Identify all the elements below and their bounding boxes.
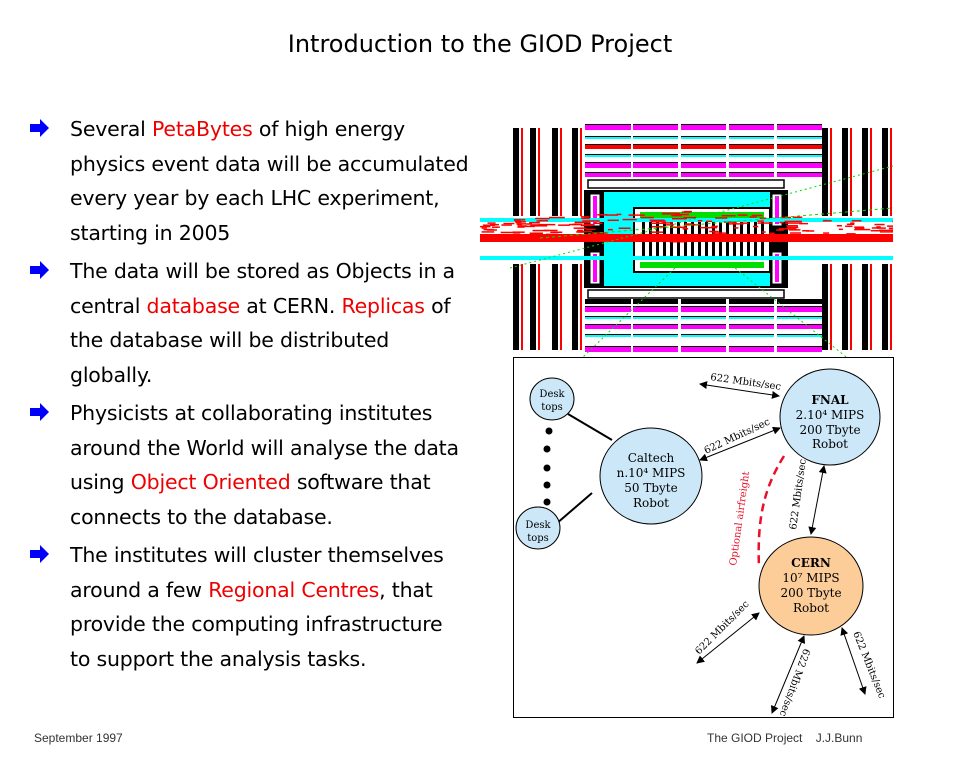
text-segment: of high energy — [252, 117, 405, 141]
svg-text:Caltech: Caltech — [628, 451, 675, 465]
svg-text:50 Tbyte: 50 Tbyte — [624, 481, 677, 495]
text-segment: globally. — [70, 362, 153, 387]
text-segment: Several — [70, 117, 152, 141]
svg-text:Optional airfreight: Optional airfreight — [728, 471, 752, 567]
footer-project-author: The GIOD Project J.J.Bunn — [707, 731, 863, 745]
node-cern: CERN 10⁷ MIPS 200 Tbyte Robot — [758, 536, 864, 636]
svg-text:CERN: CERN — [791, 556, 831, 570]
network-diagram: Desk tops Desk tops Caltech n.10⁴ MIPS 5… — [513, 357, 894, 718]
svg-text:622 Mbits/sec: 622 Mbits/sec — [788, 458, 809, 531]
svg-text:200 Tbyte: 200 Tbyte — [799, 423, 860, 437]
bullet-text: Several PetaBytes of high energy physics … — [70, 112, 480, 250]
bullet-text: The data will be stored as Objects in a c… — [70, 254, 480, 392]
svg-text:622 Mbits/sec: 622 Mbits/sec — [703, 416, 773, 456]
arrow-right-icon — [30, 403, 50, 421]
bullet-item: The data will be stored as Objects in a c… — [30, 254, 480, 392]
text-segment: provide the computing infrastructure — [70, 612, 443, 636]
text-segment: Physicists at collaborating institutes — [70, 401, 433, 425]
bullet-text: The institutes will cluster themselves ar… — [70, 538, 480, 676]
node-fnal: FNAL 2.10⁴ MIPS 200 Tbyte Robot — [779, 368, 881, 466]
bullet-text: Physicists at collaborating institutes ar… — [70, 396, 480, 534]
node-desktops-bottom: Desk tops — [515, 506, 561, 550]
text-segment: at CERN. — [239, 293, 342, 318]
text-segment: around a few — [70, 577, 209, 602]
highlighted-term: Regional Centres — [208, 577, 380, 602]
text-segment: to support the analysis tasks. — [70, 646, 367, 671]
svg-text:622 Mbits/sec: 622 Mbits/sec — [777, 647, 812, 716]
arrow-right-icon — [30, 261, 50, 279]
highlighted-term: Replicas — [341, 293, 425, 318]
text-segment: connects to the database. — [70, 504, 333, 529]
svg-text:10⁷ MIPS: 10⁷ MIPS — [782, 571, 839, 585]
bullet-item: Several PetaBytes of high energy physics … — [30, 112, 480, 250]
text-segment: of — [424, 293, 451, 318]
arrow-right-icon — [30, 119, 50, 137]
svg-text:Robot: Robot — [793, 601, 829, 615]
highlighted-term: PetaBytes — [151, 117, 253, 141]
svg-text:tops: tops — [527, 533, 549, 544]
link-cern-right: 622 Mbits/sec — [840, 627, 887, 701]
text-segment: The institutes will cluster themselves — [70, 543, 444, 567]
text-segment: , that — [379, 577, 433, 602]
arrow-right-icon — [30, 545, 50, 563]
svg-text:622 Mbits/sec: 622 Mbits/sec — [710, 372, 783, 393]
left-muon-endcap — [513, 128, 582, 350]
detector-event-image — [480, 118, 906, 361]
svg-text:tops: tops — [541, 402, 563, 413]
svg-text:Robot: Robot — [812, 437, 848, 451]
link-cern-left: 622 Mbits/sec — [693, 599, 760, 664]
footer-date: September 1997 — [34, 731, 123, 745]
svg-text:Desk: Desk — [539, 389, 565, 400]
text-segment: central — [70, 293, 147, 318]
bullet-item: Physicists at collaborating institutes ar… — [30, 396, 480, 534]
text-segment: starting in 2005 — [70, 220, 231, 245]
desktop-bottom-link — [555, 492, 593, 525]
text-segment: using — [70, 470, 131, 494]
text-segment: the database will be distributed — [70, 328, 390, 352]
right-muon-endcap — [822, 128, 892, 350]
text-segment: The data will be stored as Objects in a — [70, 259, 455, 283]
svg-text:2.10⁴ MIPS: 2.10⁴ MIPS — [796, 408, 865, 422]
text-segment: physics event data will be accumulated — [70, 151, 469, 176]
bullet-item: The institutes will cluster themselves ar… — [30, 538, 480, 676]
desktop-top-link — [567, 413, 613, 441]
link-fnal-outbound: 622 Mbits/sec — [699, 372, 783, 399]
top-coil — [587, 179, 785, 189]
link-fnal-cern: 622 Mbits/sec — [788, 458, 827, 535]
svg-text:n.10⁴ MIPS: n.10⁴ MIPS — [617, 466, 686, 480]
highlighted-term: database — [146, 293, 241, 318]
link-caltech-fnal: 622 Mbits/sec — [699, 416, 781, 462]
slide-title: Introduction to the GIOD Project — [287, 30, 673, 58]
text-segment: software that — [290, 470, 431, 494]
svg-text:622 Mbits/sec: 622 Mbits/sec — [693, 599, 751, 657]
text-segment: every year by each LHC experiment, — [70, 186, 440, 210]
node-desktops-top: Desk tops — [529, 377, 575, 421]
svg-text:622 Mbits/sec: 622 Mbits/sec — [850, 630, 887, 701]
svg-text:FNAL: FNAL — [811, 393, 849, 407]
ellipsis-dots — [543, 427, 553, 506]
highlighted-term: Object Oriented — [130, 470, 291, 494]
bottom-coil — [587, 289, 785, 299]
svg-text:Robot: Robot — [633, 496, 669, 510]
bottom-barrel-muon — [585, 299, 822, 352]
top-barrel-muon — [585, 124, 822, 177]
link-cern-bottom: 622 Mbits/sec — [770, 635, 812, 718]
svg-text:Desk: Desk — [525, 520, 551, 531]
svg-text:200 Tbyte: 200 Tbyte — [780, 586, 841, 600]
node-caltech: Caltech n.10⁴ MIPS 50 Tbyte Robot — [599, 427, 703, 525]
bullet-list: Several PetaBytes of high energy physics … — [30, 112, 480, 680]
text-segment: around the World will analyse the data — [70, 435, 459, 460]
